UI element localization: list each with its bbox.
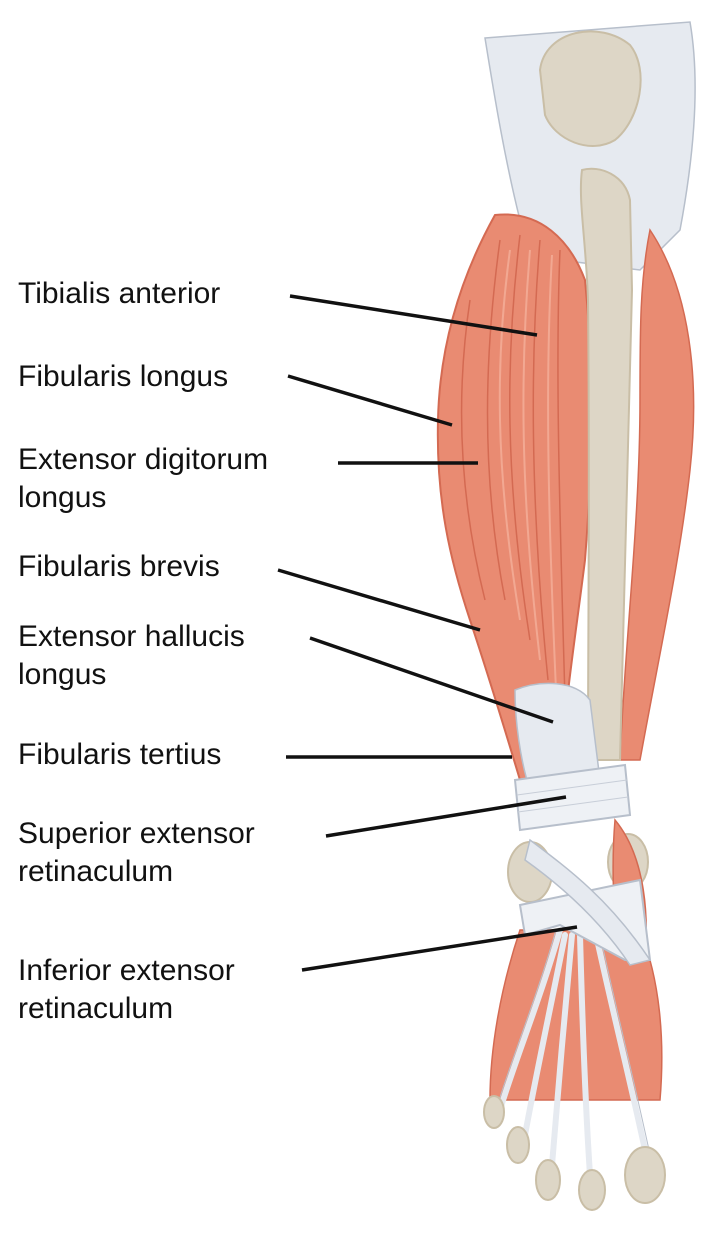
leader-inferior-extensor-retinaculum	[301, 925, 578, 972]
superior-retinaculum-lines	[516, 779, 629, 813]
label-tibialis-anterior: Tibialis anterior	[18, 275, 220, 313]
label-text: longus	[18, 658, 107, 691]
label-text: Fibularis longus	[18, 360, 229, 393]
label-extensor-digitorum-longus: Extensor digitorum longus	[18, 441, 268, 517]
label-text: Fibularis tertius	[18, 738, 222, 771]
toes	[483, 1095, 666, 1211]
gastrocnemius-edge	[619, 228, 695, 761]
foot-tendon-edges	[495, 929, 650, 1151]
leader-fibularis-brevis	[277, 568, 481, 632]
label-text: Inferior extensor	[18, 954, 235, 987]
label-text: retinaculum	[18, 855, 174, 888]
label-text: Fibularis brevis	[18, 550, 220, 583]
foot-tendons	[497, 927, 648, 1178]
muscle-fibers	[460, 234, 566, 701]
label-fibularis-tertius: Fibularis tertius	[18, 736, 221, 774]
leader-lines	[277, 294, 578, 972]
label-extensor-hallucis-longus: Extensor hallucis longus	[18, 618, 245, 694]
leader-extensor-hallucis-longus	[309, 636, 554, 724]
superior-retinaculum	[513, 763, 632, 832]
leader-fibularis-longus	[287, 374, 453, 427]
inferior-retinaculum-cross	[524, 838, 652, 966]
muscle-highlights	[498, 249, 557, 691]
label-text: Tibialis anterior	[18, 277, 221, 310]
label-text: longus	[18, 481, 107, 514]
foot-dorsum	[489, 929, 663, 1101]
label-text: retinaculum	[18, 992, 174, 1025]
leader-tibialis-anterior	[289, 294, 538, 337]
label-superior-extensor-retinaculum: Superior extensor retinaculum	[18, 815, 255, 891]
leader-superior-extensor-retinaculum	[325, 795, 567, 838]
label-fibularis-brevis: Fibularis brevis	[18, 548, 220, 586]
label-inferior-extensor-retinaculum: Inferior extensor retinaculum	[18, 952, 235, 1028]
label-text: Extensor digitorum	[18, 443, 269, 476]
tibia	[579, 167, 634, 761]
label-text: Superior extensor	[18, 817, 255, 850]
patella	[538, 30, 642, 147]
label-fibularis-longus: Fibularis longus	[18, 358, 228, 396]
label-text: Extensor hallucis	[18, 620, 245, 653]
